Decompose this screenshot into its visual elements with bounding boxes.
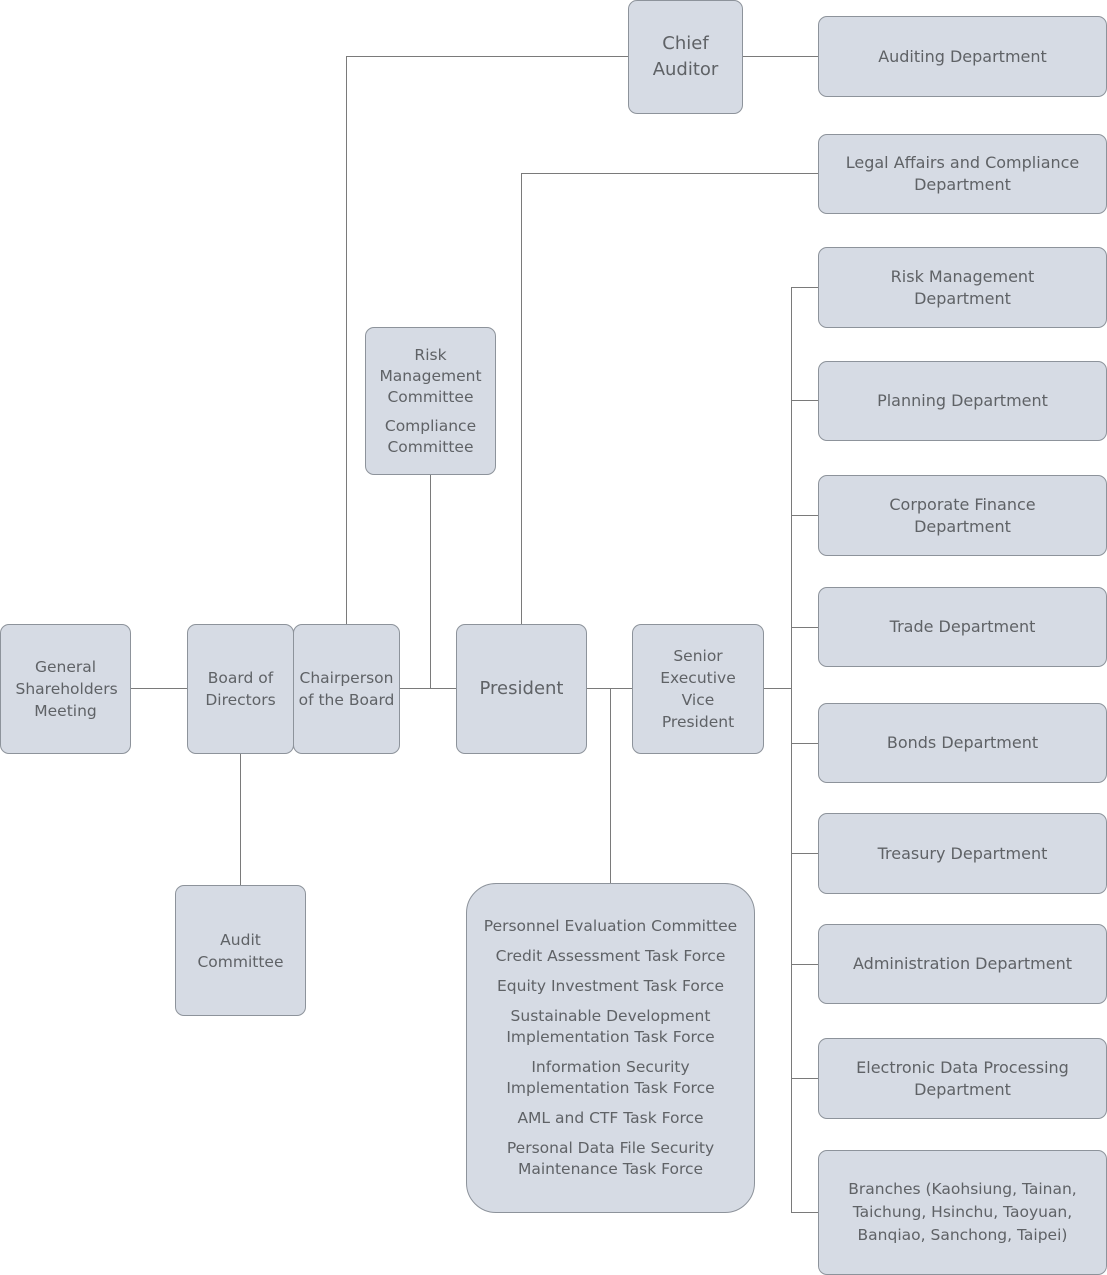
committee-item: Equity Investment Task Force xyxy=(497,977,724,995)
node-legal-department: Legal Affairs and Compliance Department xyxy=(818,134,1107,214)
node-label: Auditing Department xyxy=(878,46,1047,66)
committee-label: Risk Management Committee xyxy=(379,345,482,406)
node-label: Risk Management Department xyxy=(890,266,1035,308)
node-bonds-department: Bonds Department xyxy=(818,703,1107,783)
committee-item: Personnel Evaluation Committee xyxy=(483,917,738,935)
node-edp-department: Electronic Data Processing Department xyxy=(818,1038,1107,1119)
node-label: Chairperson of the Board xyxy=(298,669,395,709)
node-label: President xyxy=(479,678,564,699)
committee-item: AML and CTF Task Force xyxy=(517,1109,704,1127)
node-label: Corporate Finance Department xyxy=(889,494,1036,536)
node-chief-auditor: Chief Auditor xyxy=(628,0,743,114)
node-branches: Branches (Kaohsiung, Tainan, Taichung, H… xyxy=(818,1150,1107,1275)
node-trade-department: Trade Department xyxy=(818,587,1107,667)
node-label: Administration Department xyxy=(853,954,1072,973)
node-corporate-finance-department: Corporate Finance Department xyxy=(818,475,1107,556)
node-label: Audit Committee xyxy=(197,930,284,971)
committee-item: Sustainable Development Implementation T… xyxy=(506,1007,715,1046)
node-label: Chief Auditor xyxy=(652,33,719,80)
node-administration-department: Administration Department xyxy=(818,924,1107,1004)
node-audit-committee: Audit Committee xyxy=(175,885,306,1016)
node-label: General Shareholders Meeting xyxy=(15,658,118,720)
node-label: Senior Executive Vice President xyxy=(660,647,736,731)
node-chairperson: Chairperson of the Board xyxy=(293,624,400,754)
node-label: Board of Directors xyxy=(205,669,276,709)
node-label: Planning Department xyxy=(877,391,1048,410)
node-label: Treasury Department xyxy=(877,843,1048,863)
node-board-of-directors: Board of Directors xyxy=(187,624,294,754)
committee-item: Credit Assessment Task Force xyxy=(495,947,726,965)
node-label: Electronic Data Processing Department xyxy=(856,1057,1069,1099)
node-president-committees: Personnel Evaluation Committee Credit As… xyxy=(466,883,755,1213)
node-risk-management-department: Risk Management Department xyxy=(818,247,1107,328)
node-auditing-department: Auditing Department xyxy=(818,16,1107,97)
node-treasury-department: Treasury Department xyxy=(818,813,1107,894)
node-label: Branches (Kaohsiung, Tainan, Taichung, H… xyxy=(848,1180,1077,1244)
node-senior-evp: Senior Executive Vice President xyxy=(632,624,764,754)
node-label: Trade Department xyxy=(889,617,1036,636)
node-planning-department: Planning Department xyxy=(818,361,1107,441)
committee-label: Compliance Committee xyxy=(384,416,477,456)
node-president: President xyxy=(456,624,587,754)
node-label: Bonds Department xyxy=(886,733,1039,752)
node-general-shareholders: General Shareholders Meeting xyxy=(0,624,131,754)
committee-item: Information Security Implementation Task… xyxy=(506,1058,715,1097)
committee-item: Personal Data File Security Maintenance … xyxy=(506,1139,715,1178)
node-label: Legal Affairs and Compliance Department xyxy=(845,153,1080,194)
node-board-committees: Risk Management Committee Compliance Com… xyxy=(365,327,496,475)
